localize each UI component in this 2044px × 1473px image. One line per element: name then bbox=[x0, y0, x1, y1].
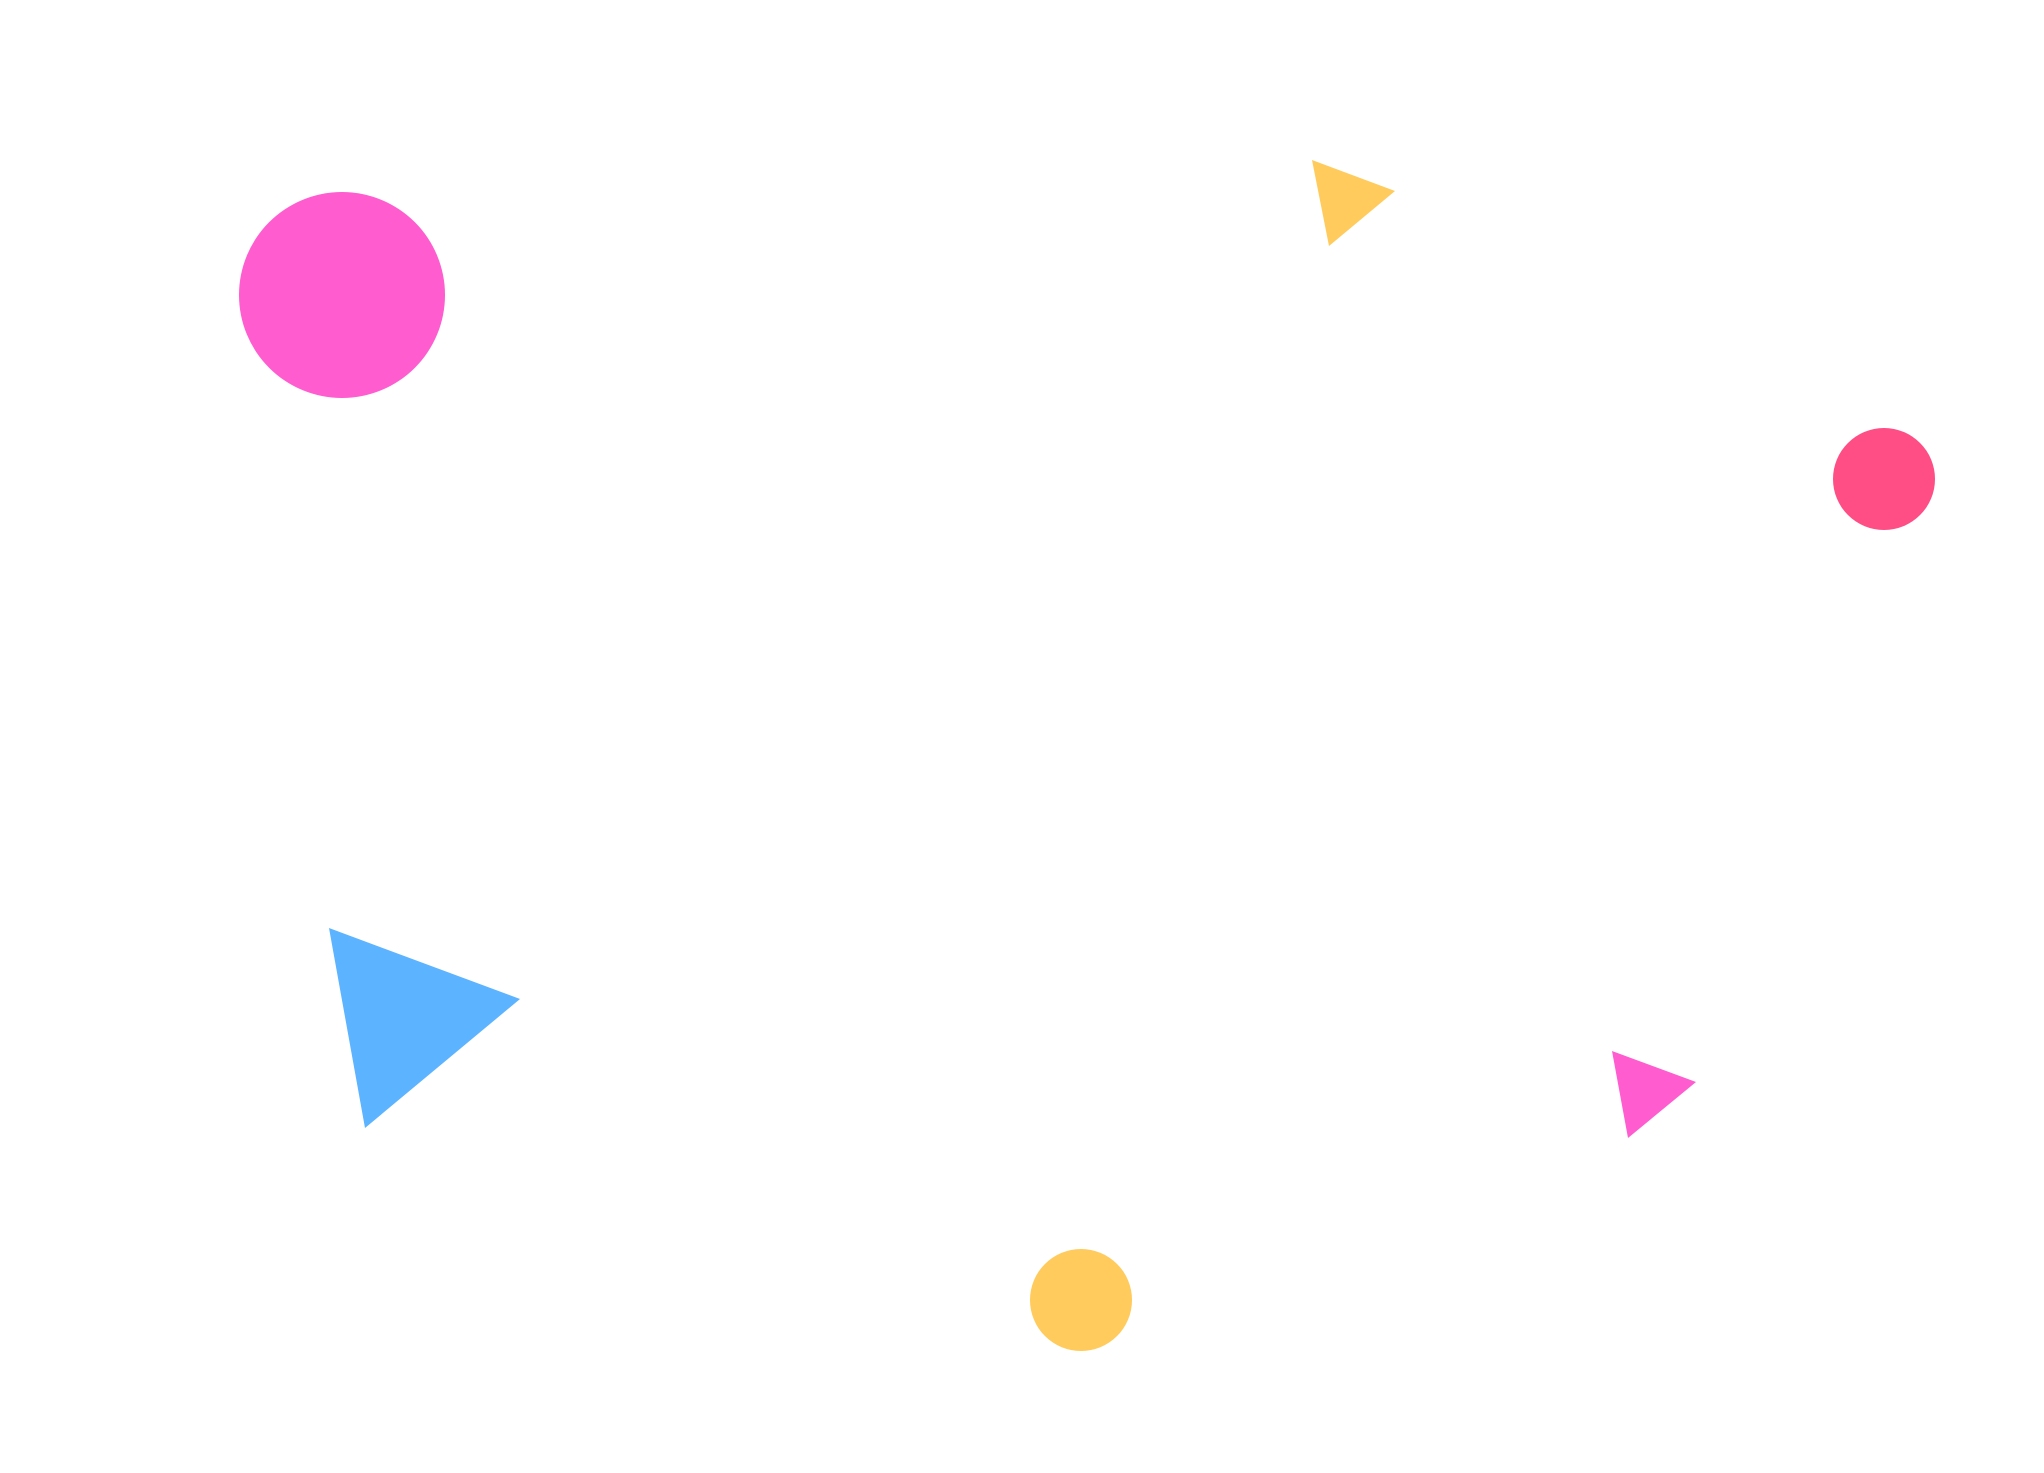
red-circle bbox=[1833, 428, 1935, 530]
yellow-circle bbox=[1030, 1249, 1132, 1351]
small-yellow-triangle bbox=[1312, 160, 1395, 246]
large-pink-circle bbox=[239, 192, 445, 398]
small-pink-triangle bbox=[1612, 1051, 1696, 1138]
blue-triangle bbox=[329, 928, 520, 1128]
